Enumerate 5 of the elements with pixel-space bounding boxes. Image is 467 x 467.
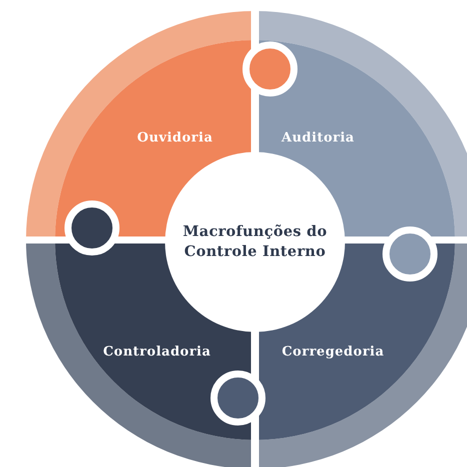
quadrant-label: Controladoria <box>103 344 211 360</box>
quadrant-label: Auditoria <box>282 130 354 146</box>
quadrant-label: Corregedoria <box>282 344 384 360</box>
center-title: Macrofunções do Controle Interno <box>182 222 328 262</box>
quadrant-label: Ouvidoria <box>137 130 213 146</box>
